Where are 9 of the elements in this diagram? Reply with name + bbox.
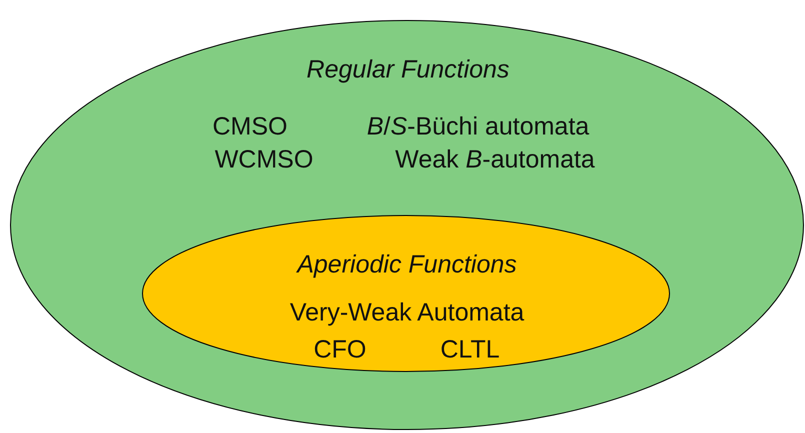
logic-name: CLTL — [440, 336, 500, 364]
logic-name: WCMSO — [214, 146, 314, 174]
title-text: Aperiodic Functions — [297, 250, 517, 280]
title-text: Regular Functions — [306, 56, 510, 84]
logic-name: CFO — [314, 336, 366, 364]
logic-name: CMSO — [212, 112, 288, 142]
automata-name: Weak B-automata — [395, 146, 595, 174]
automata-name: Very-Weak Automata — [290, 298, 524, 328]
automata-name: B/S-Büchi automata — [366, 112, 590, 142]
